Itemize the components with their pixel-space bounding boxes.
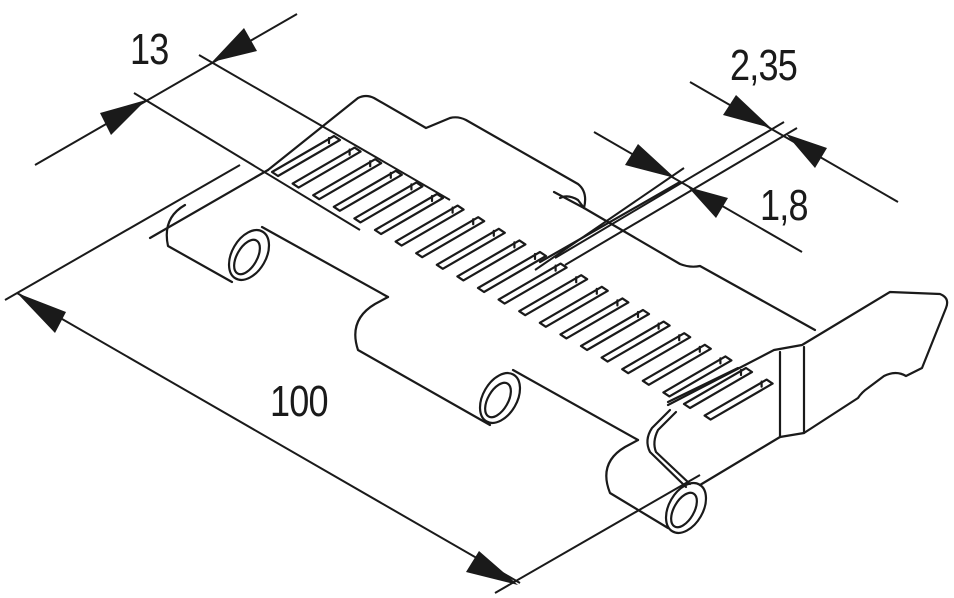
slot	[394, 204, 465, 247]
slot-array	[270, 134, 774, 421]
hinge-plate	[148, 94, 949, 534]
dimension-label-13: 13	[130, 25, 169, 74]
slot	[518, 274, 589, 317]
dimension-13	[34, 13, 451, 231]
dimension-label-100: 100	[270, 377, 329, 426]
slot	[312, 158, 383, 201]
slot	[538, 285, 609, 328]
slot	[662, 355, 733, 398]
dimension-1-8	[534, 131, 803, 271]
slot	[415, 216, 486, 259]
slot	[373, 192, 445, 236]
slot	[621, 332, 692, 375]
slot	[497, 262, 568, 305]
slot	[435, 227, 506, 270]
dimension-2-35	[554, 81, 899, 266]
slot	[270, 134, 342, 178]
slot	[559, 297, 630, 340]
slot	[353, 181, 424, 224]
slot	[600, 320, 671, 363]
slot	[291, 146, 362, 189]
slot	[579, 308, 651, 352]
dimension-100	[4, 164, 701, 594]
slot	[703, 378, 774, 421]
slot	[456, 239, 527, 282]
dimension-label-2-35: 2,35	[730, 41, 798, 90]
slot	[641, 343, 712, 386]
slot	[682, 366, 754, 410]
slot	[476, 250, 548, 294]
slot	[332, 169, 403, 212]
dimension-label-1-8: 1,8	[760, 181, 809, 230]
